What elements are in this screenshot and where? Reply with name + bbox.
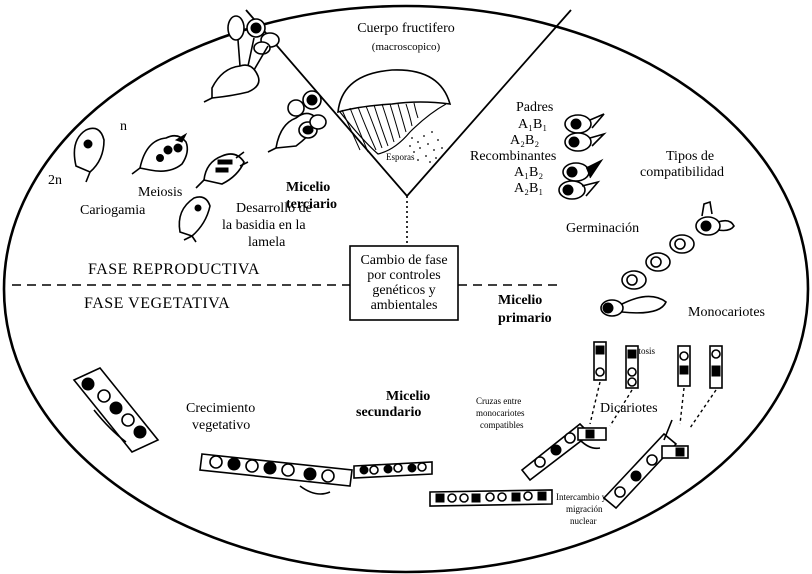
crosses-label: Cruzas entre bbox=[476, 396, 521, 406]
young-basidium-icon bbox=[179, 197, 210, 242]
vegetative-growth-label: Crecimiento bbox=[186, 401, 255, 416]
crosses-label-2: monocariotes bbox=[476, 408, 525, 418]
germinating-spores-icon bbox=[601, 202, 734, 316]
spores-label: Esporas bbox=[386, 152, 415, 162]
basidium-tertiary-icon bbox=[268, 91, 326, 152]
nuclear-exchange-label-3: nuclear bbox=[570, 516, 596, 526]
recombinants-label: Recombinantes bbox=[470, 149, 556, 164]
nuclear-exchange-hypha-icon bbox=[430, 490, 552, 506]
vegetative-phase-label: FASE VEGETATIVA bbox=[84, 295, 230, 312]
crosses-label-3: compatibles bbox=[480, 420, 524, 430]
reproductive-phase-label: FASE REPRODUCTIVA bbox=[88, 261, 260, 278]
two-n-label: 2n bbox=[48, 173, 62, 188]
diploid-cell-icon bbox=[74, 128, 104, 182]
compatibility-types-label-2: compatibilidad bbox=[640, 165, 724, 180]
fruiting-body-title: Cuerpo fructifero bbox=[357, 21, 455, 36]
parent-1-label: A₁B₁ bbox=[518, 117, 547, 132]
basidium-label-3: lamela bbox=[248, 235, 286, 250]
phase-change-line-1: Cambio de fase bbox=[360, 253, 447, 268]
phase-change-line-4: ambientales bbox=[371, 298, 438, 313]
parent-2-label: A₂B₂ bbox=[510, 133, 539, 148]
dikaryotic-hyphae-icon bbox=[604, 420, 688, 508]
vegetative-hypha-bottom-icon bbox=[200, 454, 352, 494]
vegetative-growth-label-2: vegetativo bbox=[192, 418, 250, 433]
phase-change-line-3: genéticos y bbox=[372, 283, 435, 298]
nuclear-exchange-label: Intercambio y bbox=[556, 492, 607, 502]
basidium-label-2: la basidia en la bbox=[222, 218, 306, 233]
basidium-nuclei-icon bbox=[196, 152, 248, 188]
parents-label: Padres bbox=[516, 100, 553, 115]
tertiary-mycelium-label: Micelio bbox=[286, 180, 330, 195]
basidium-with-spores-icon bbox=[204, 16, 279, 102]
vegetative-hypha-left-icon bbox=[74, 368, 158, 452]
fruiting-body-subtitle: (macroscopico) bbox=[372, 41, 441, 53]
secondary-hypha-icon bbox=[354, 462, 432, 478]
secondary-mycelium-label-2: secundario bbox=[356, 405, 421, 420]
parent-spores-icon bbox=[565, 114, 604, 151]
recombinant-2-label: A₂B₁ bbox=[514, 181, 543, 196]
compatibility-types-label: Tipos de bbox=[666, 149, 714, 164]
karyogamy-label: Cariogamia bbox=[80, 203, 146, 218]
monokaryotes-label: Monocariotes bbox=[688, 305, 765, 320]
recombinant-1-label: A₁B₂ bbox=[514, 165, 543, 180]
basidium-meiosis-icon bbox=[132, 134, 187, 174]
mushroom-cap-icon bbox=[338, 70, 450, 163]
phase-change-line-2: por controles bbox=[367, 268, 440, 283]
nuclear-exchange-label-2: migración bbox=[566, 504, 603, 514]
recombinant-spores-icon bbox=[559, 160, 602, 199]
basidium-label-1: Desarrollo de bbox=[236, 201, 312, 216]
secondary-mycelium-label: Micelio bbox=[386, 389, 430, 404]
crossing-hyphae-icon bbox=[522, 424, 606, 480]
meiosis-label: Meiosis bbox=[138, 185, 182, 200]
primary-mycelium-label: Micelio bbox=[498, 293, 542, 308]
germination-label: Germinación bbox=[566, 221, 639, 236]
primary-mycelium-label-2: primario bbox=[498, 311, 552, 326]
n-label: n bbox=[120, 119, 127, 134]
dikaryotes-label: Dicariotes bbox=[600, 401, 658, 416]
